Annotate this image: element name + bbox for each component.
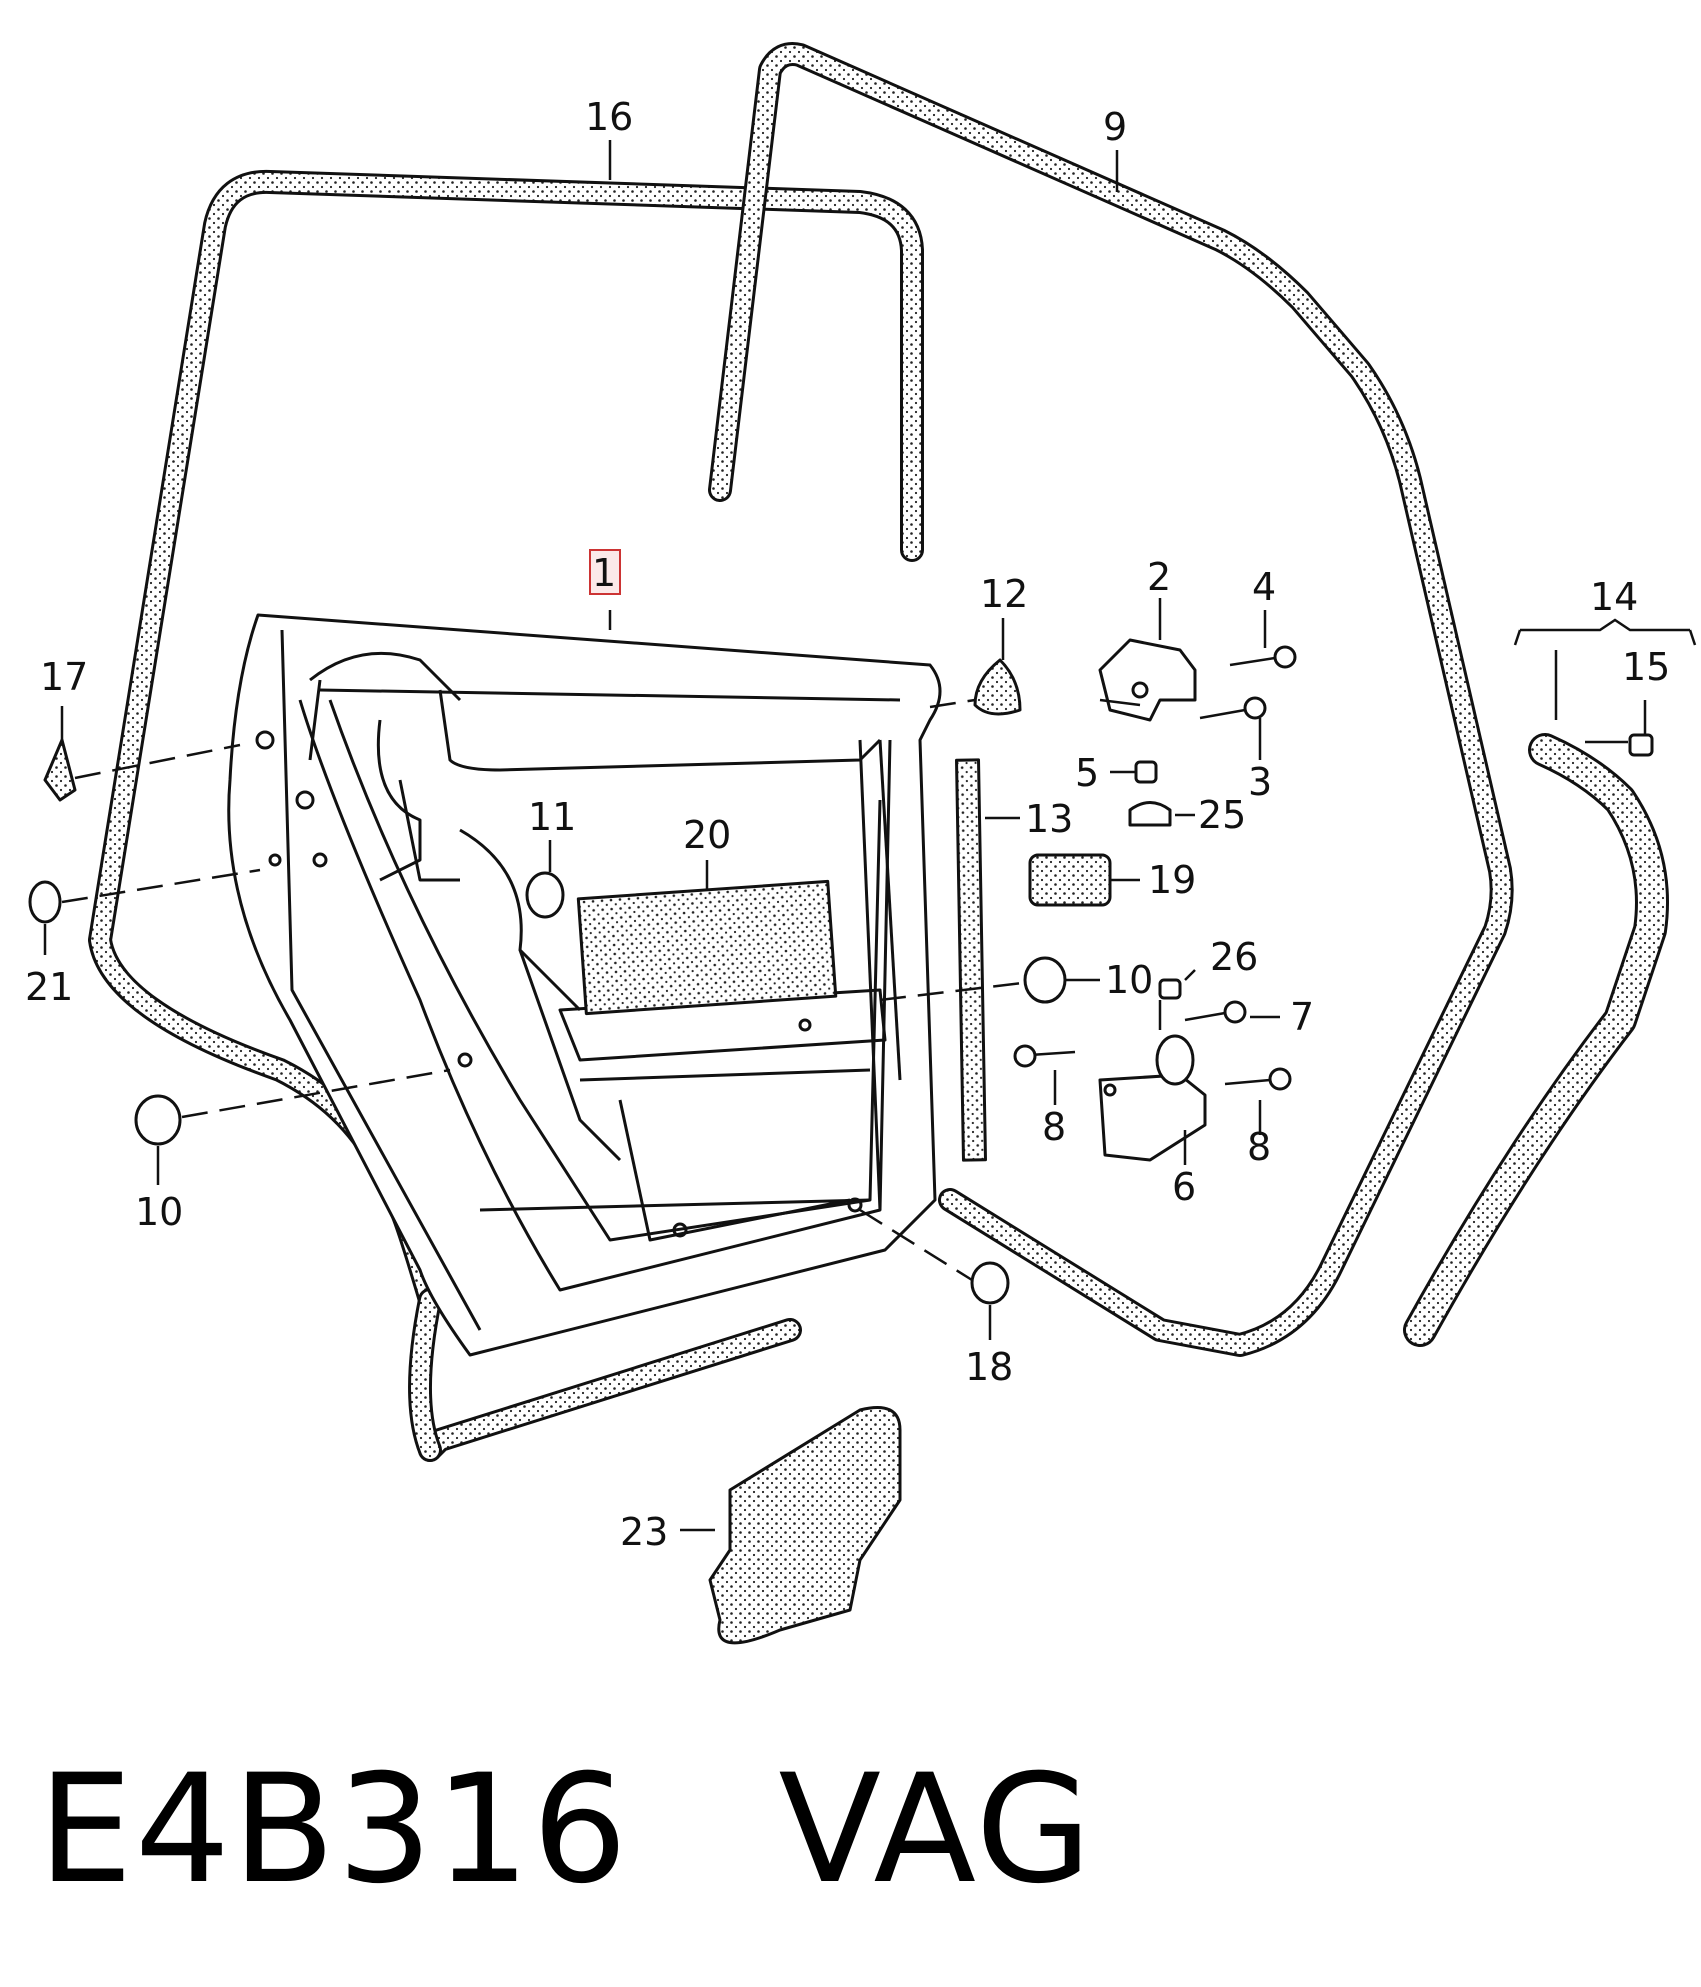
clip-15 xyxy=(1628,733,1654,757)
label-13: 13 xyxy=(1025,797,1073,841)
brand-name: VAG xyxy=(778,1743,1094,1917)
label-23: 23 xyxy=(620,1510,668,1554)
label-18: 18 xyxy=(965,1345,1013,1389)
label-21: 21 xyxy=(25,965,73,1009)
label-10-right: 10 xyxy=(1105,958,1153,1002)
label-19: 19 xyxy=(1148,858,1196,902)
part-code: E4B316 xyxy=(38,1743,630,1917)
pin-5 xyxy=(1134,760,1158,784)
label-10-left: 10 xyxy=(135,1190,183,1234)
label-8-left: 8 xyxy=(1042,1105,1066,1149)
label-14: 14 xyxy=(1590,575,1638,619)
upper-hinge-2 xyxy=(1098,638,1197,722)
strip-13 xyxy=(955,758,987,1162)
label-7: 7 xyxy=(1290,995,1314,1039)
label-15: 15 xyxy=(1622,645,1670,689)
leader-lines xyxy=(43,140,1697,1532)
callout-labels: 1 2 3 4 5 6 7 8 8 9 10 10 11 12 13 14 15… xyxy=(25,95,1670,1554)
label-1: 1 xyxy=(592,551,616,595)
grommet-10-left xyxy=(134,1094,182,1146)
cap-25 xyxy=(1128,801,1172,827)
label-20: 20 xyxy=(683,813,731,857)
grommet-18 xyxy=(970,1261,1010,1305)
bolt-8-right xyxy=(1224,1067,1292,1091)
label-6: 6 xyxy=(1172,1165,1196,1209)
highlight-box xyxy=(589,549,621,595)
seal-strip-14 xyxy=(1403,733,1669,1347)
label-9: 9 xyxy=(1103,105,1127,149)
label-25: 25 xyxy=(1198,793,1246,837)
bolt-8-left xyxy=(1013,1044,1076,1068)
cover-12 xyxy=(973,658,1022,716)
label-26: 26 xyxy=(1210,935,1258,979)
lower-hinge-6 xyxy=(1098,1034,1207,1162)
insulation-pad-20 xyxy=(576,879,838,1016)
bolt-3 xyxy=(1199,696,1267,720)
label-4: 4 xyxy=(1252,565,1276,609)
label-5: 5 xyxy=(1075,751,1099,795)
label-17: 17 xyxy=(40,655,88,699)
footer-caption: E4B316 VAG xyxy=(38,1755,1094,1905)
label-16: 16 xyxy=(585,95,633,139)
bolt-7 xyxy=(1184,1000,1247,1024)
grommet-21 xyxy=(28,880,62,924)
foam-block-23 xyxy=(708,1406,902,1645)
bolt-4 xyxy=(1229,645,1297,669)
buffer-19 xyxy=(1028,853,1112,907)
cap-26 xyxy=(1158,978,1182,1000)
label-12: 12 xyxy=(980,572,1028,616)
grommet-10-right xyxy=(1023,956,1067,1004)
label-3: 3 xyxy=(1248,760,1272,804)
label-8-right: 8 xyxy=(1247,1125,1271,1169)
grommet-11 xyxy=(525,871,565,919)
trim-17 xyxy=(43,738,77,802)
label-11: 11 xyxy=(528,795,576,839)
label-2: 2 xyxy=(1147,555,1171,599)
body-seal-9 xyxy=(708,42,1514,1357)
